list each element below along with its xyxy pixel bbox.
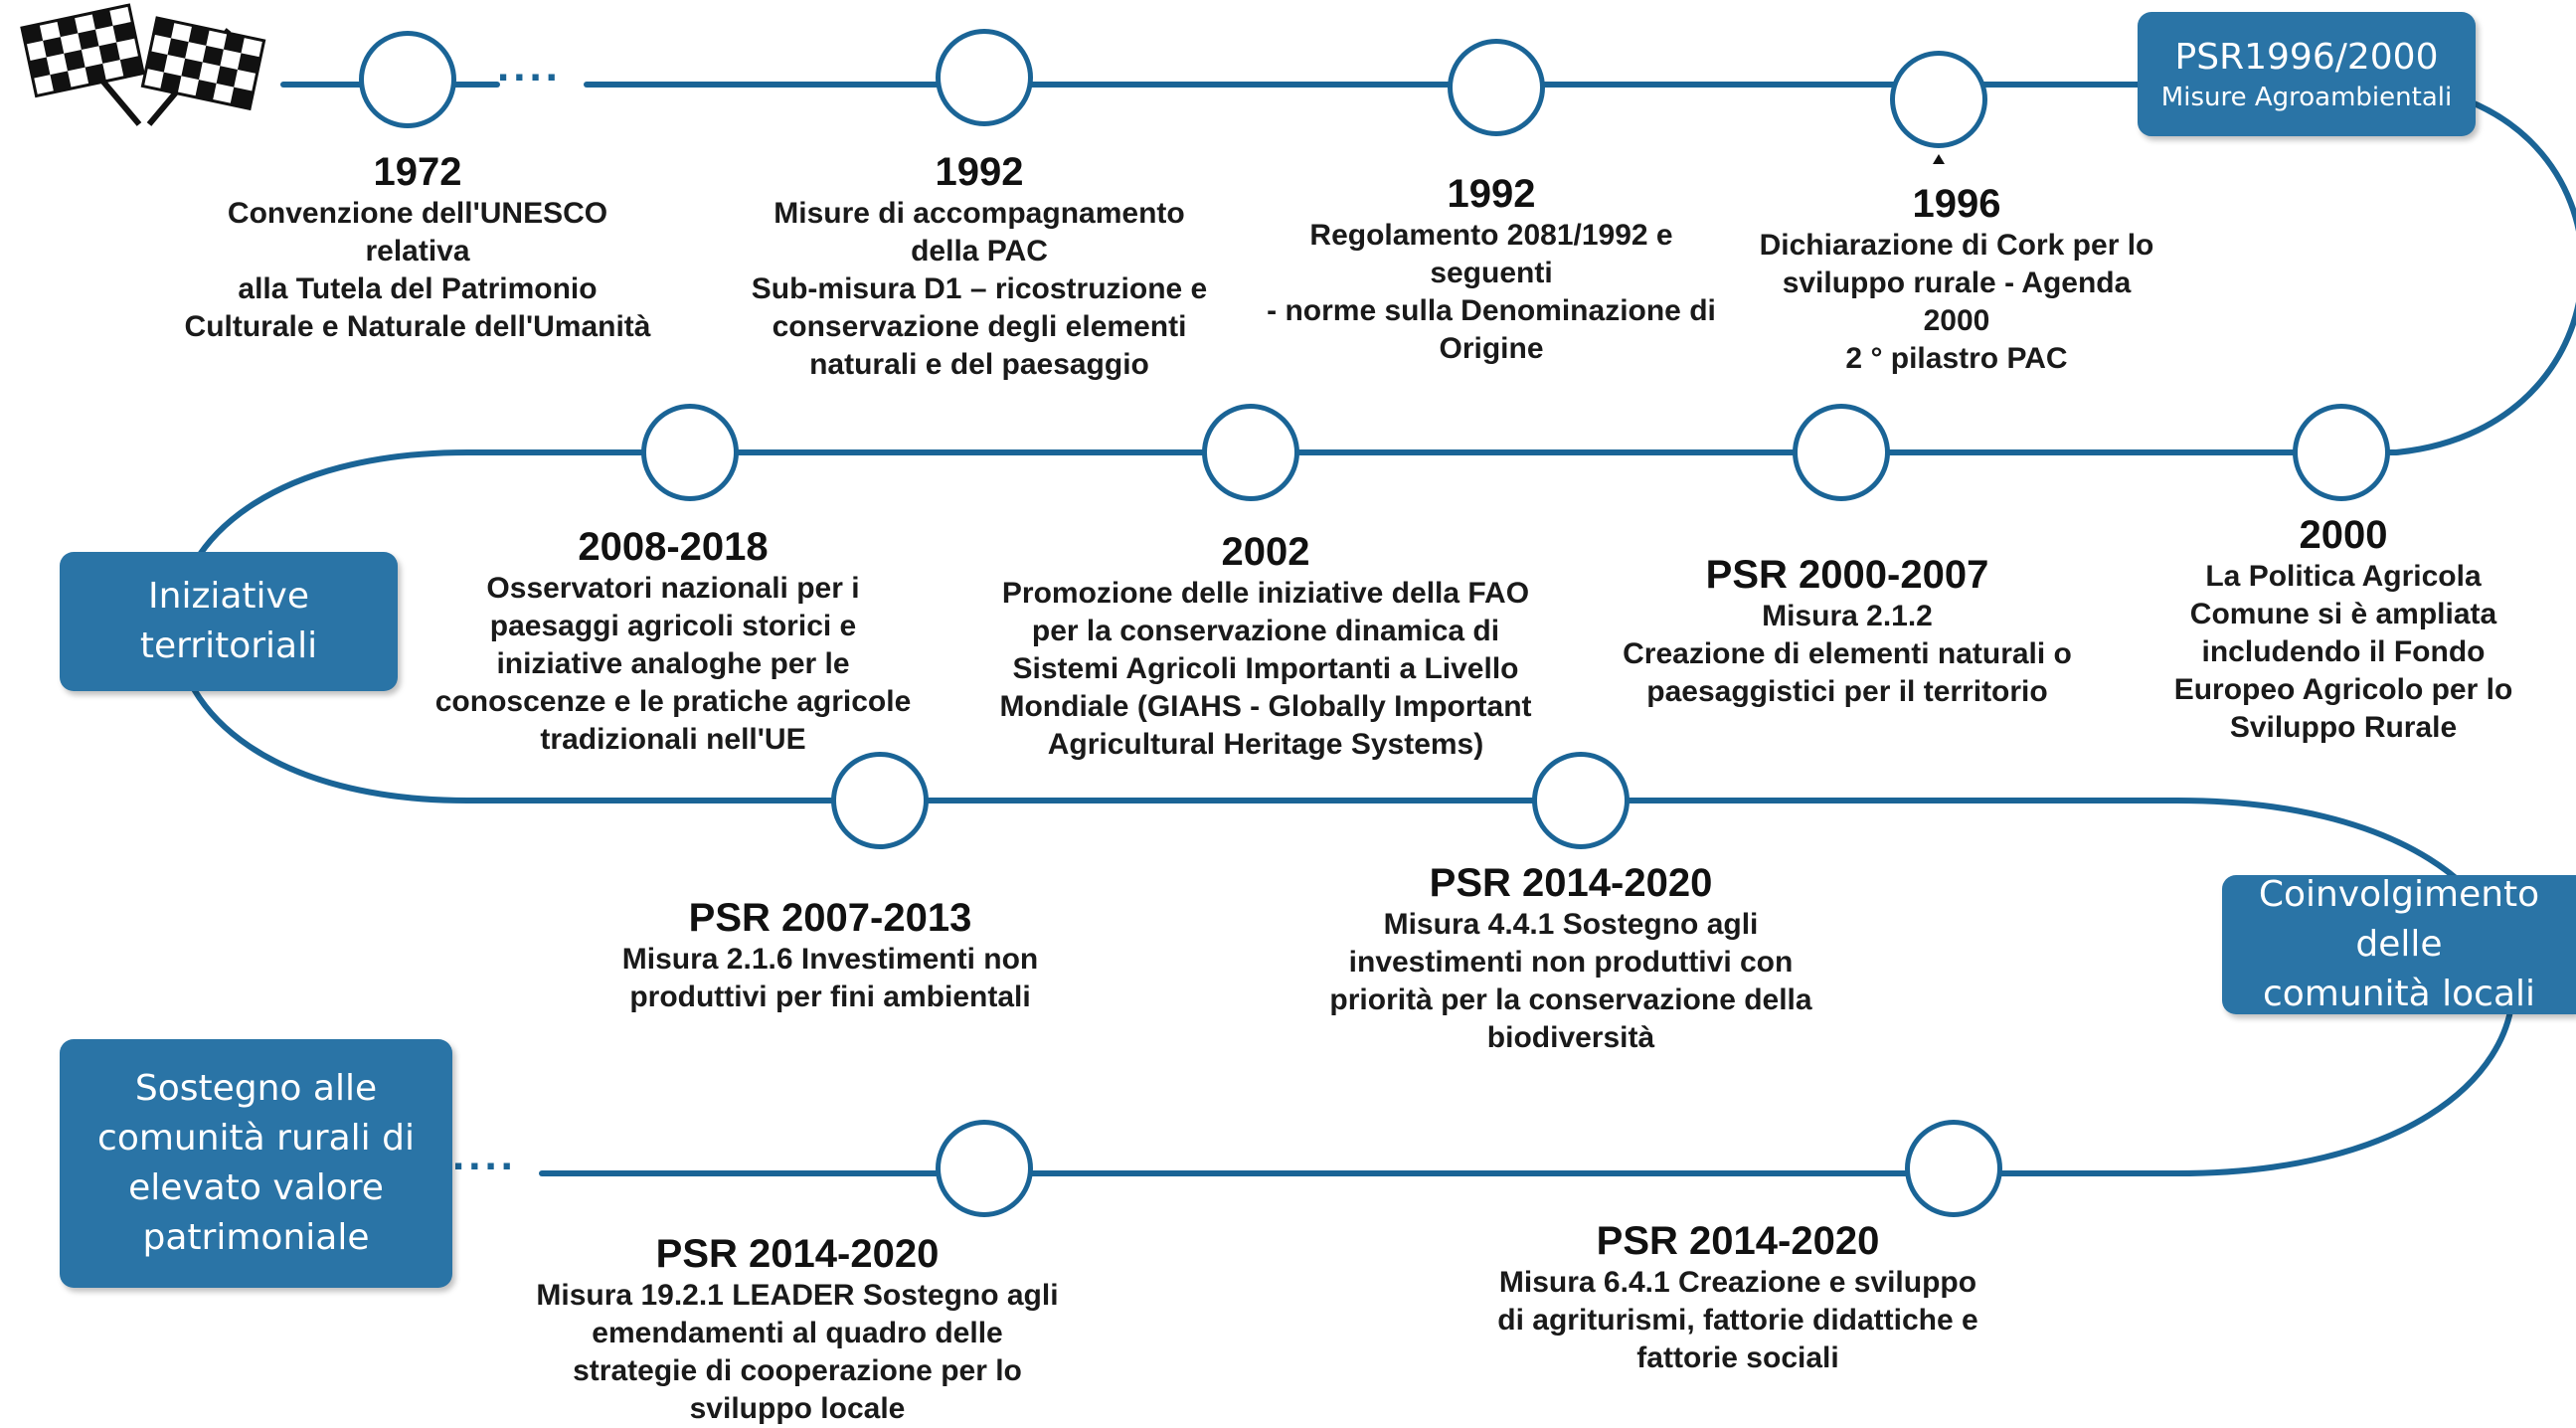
event-label: 1992 Misure di accompagnamento della PAC… <box>701 149 1258 384</box>
box-title: Sostegno alle comunità rurali di elevato… <box>97 1068 415 1258</box>
checkered-flags-icon <box>20 3 266 126</box>
event-label: PSR 2014-2020 Misura 4.4.1 Sostegno agli… <box>1292 860 1849 1057</box>
event-description: Misura 2.1.2 Creazione di elementi natur… <box>1623 600 2072 708</box>
timeline-node-1996 <box>1890 51 1987 148</box>
event-label: PSR 2000-2007 Misura 2.1.2 Creazione di … <box>1589 552 2106 711</box>
ellipsis-bottom: .... <box>452 1131 517 1179</box>
timeline-node-1992-reg <box>1448 39 1545 136</box>
event-year: 1972 <box>373 150 462 194</box>
event-label: 1992 Regolamento 2081/1992 e seguenti - … <box>1233 171 1750 368</box>
event-year: 2000 <box>2299 513 2388 557</box>
timeline-node-psr-2014-2020-1921 <box>936 1120 1033 1217</box>
timeline-node-2008-2018 <box>641 404 739 501</box>
timeline-node-1972 <box>359 31 456 128</box>
event-year: 1992 <box>935 150 1024 194</box>
timeline-node-2002 <box>1202 404 1299 501</box>
event-year: 1996 <box>1912 182 2001 226</box>
event-year: PSR 2014-2020 <box>1429 861 1713 905</box>
event-description: Misure di accompagnamento della PAC Sub-… <box>751 197 1208 381</box>
event-description: Misura 6.4.1 Creazione e sviluppo di agr… <box>1497 1266 1978 1374</box>
arrow-marker-icon <box>1933 154 1945 164</box>
box-title: Coinvolgimento delle comunità locali <box>2258 874 2540 1014</box>
event-description: Misura 4.4.1 Sostegno agli investimenti … <box>1329 908 1812 1054</box>
event-description: Dichiarazione di Cork per lo sviluppo ru… <box>1759 229 2154 375</box>
timeline-node-2000 <box>2293 404 2390 501</box>
event-label: PSR 2014-2020 Misura 6.4.1 Creazione e s… <box>1460 1218 2016 1377</box>
event-description: Regolamento 2081/1992 e seguenti - norme… <box>1267 219 1716 365</box>
event-year: PSR 2014-2020 <box>655 1232 940 1276</box>
event-description: La Politica Agricola Comune si è ampliat… <box>2173 560 2513 744</box>
event-description: Convenzione dell'UNESCO relativa alla Tu… <box>184 197 651 343</box>
box-title: Iniziative territoriali <box>139 576 318 666</box>
timeline-node-psr-2014-2020-641 <box>1905 1120 2002 1217</box>
timeline-node-1992-pac <box>936 29 1033 126</box>
box-subtitle: Misure Agroambientali <box>2160 82 2453 112</box>
event-label: 1996 Dichiarazione di Cork per lo svilup… <box>1728 181 2185 378</box>
timeline-node-psr-2000-2007 <box>1793 404 1890 501</box>
psr-1996-2000-box: PSR1996/2000 Misure Agroambientali <box>2138 12 2476 136</box>
event-year: PSR 2014-2020 <box>1596 1219 1880 1263</box>
event-label: 2000 La Politica Agricola Comune si è am… <box>2145 512 2542 747</box>
ellipsis-top: .... <box>497 42 562 90</box>
event-description: Osservatori nazionali per i paesaggi agr… <box>434 572 912 756</box>
event-year: 1992 <box>1447 172 1536 216</box>
event-label: 2008-2018 Osservatori nazionali per i pa… <box>405 524 942 759</box>
event-description: Misura 2.1.6 Investimenti non produttivi… <box>621 943 1039 1013</box>
event-year: 2002 <box>1221 530 1310 574</box>
event-label: 2002 Promozione delle iniziative della F… <box>957 529 1574 764</box>
timeline-node-psr-2014-2020-441 <box>1532 752 1630 849</box>
coinvolgimento-comunita-box: Coinvolgimento delle comunità locali <box>2222 874 2576 1014</box>
box-title: PSR1996/2000 <box>2174 36 2439 78</box>
event-year: PSR 2000-2007 <box>1705 553 1989 597</box>
event-description: Misura 19.2.1 LEADER Sostegno agli emend… <box>536 1279 1059 1425</box>
sostegno-comunita-rurali-box: Sostegno alle comunità rurali di elevato… <box>60 1039 452 1288</box>
timeline-node-psr-2007-2013 <box>831 752 929 849</box>
event-label: 1972 Convenzione dell'UNESCO relativa al… <box>139 149 696 346</box>
event-year: PSR 2007-2013 <box>688 896 972 940</box>
event-label: PSR 2014-2020 Misura 19.2.1 LEADER Soste… <box>499 1231 1096 1428</box>
event-year: 2008-2018 <box>578 525 769 569</box>
event-label: PSR 2007-2013 Misura 2.1.6 Investimenti … <box>552 895 1109 1016</box>
event-description: Promozione delle iniziative della FAO pe… <box>999 577 1532 761</box>
iniziative-territoriali-box: Iniziative territoriali <box>60 552 398 691</box>
